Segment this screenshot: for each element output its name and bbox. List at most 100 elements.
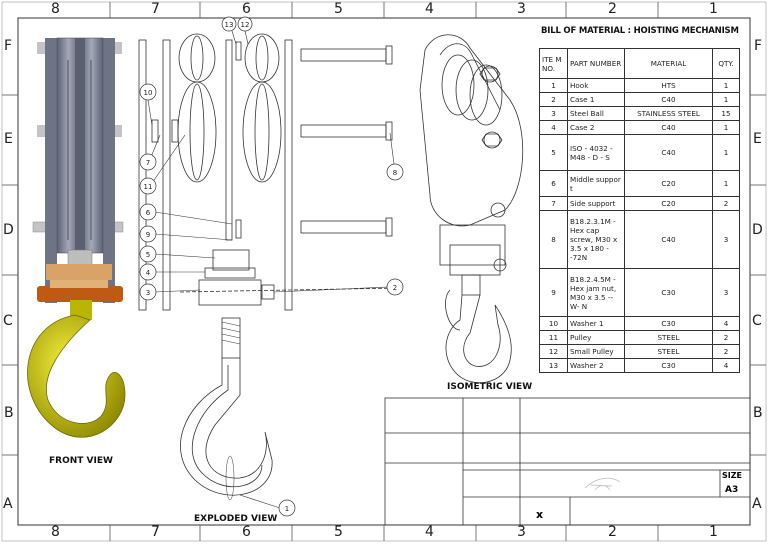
- bom-material: STEEL: [624, 330, 713, 345]
- bom-part: Small Pulley: [567, 344, 625, 359]
- bom-qty: 4: [712, 316, 740, 331]
- bom-qty: 2: [712, 196, 740, 211]
- bom-qty: 15: [712, 106, 740, 121]
- bom-item: 2: [539, 92, 568, 107]
- bom-part: Side support: [567, 196, 625, 211]
- zone-row-b-left: B: [4, 405, 14, 421]
- bom-header-material: MATERIAL: [624, 48, 713, 79]
- zone-col-6-bottom: 6: [242, 524, 251, 540]
- balloon-4: 4: [139, 263, 157, 281]
- zone-col-4-bottom: 4: [425, 524, 434, 540]
- zone-row-e-left: E: [4, 131, 13, 147]
- bom-header-row: ITE M NO. PART NUMBER MATERIAL QTY.: [539, 48, 740, 79]
- svg-text:12: 12: [241, 21, 250, 29]
- exploded-view-label: EXPLODED VIEW: [194, 514, 278, 524]
- zone-row-a-left: A: [3, 496, 13, 512]
- zone-col-1-bottom: 1: [709, 524, 718, 540]
- bom-part: Washer 2: [567, 358, 625, 373]
- balloon-10: 10: [139, 83, 157, 101]
- balloon-6: 6: [139, 203, 157, 221]
- zone-row-c-right: C: [752, 313, 762, 329]
- svg-text:1: 1: [285, 505, 289, 513]
- bom-qty: 1: [712, 92, 740, 107]
- zone-row-d-right: D: [752, 222, 763, 238]
- balloon-1: 1: [278, 499, 296, 517]
- bom-item: 9: [539, 268, 568, 317]
- balloon-12: 12: [237, 16, 253, 32]
- zone-row-d-left: D: [3, 222, 14, 238]
- bom-header-part: PART NUMBER: [567, 48, 625, 79]
- bom-part: Case 1: [567, 92, 625, 107]
- balloon-13: 13: [221, 16, 237, 32]
- svg-text:11: 11: [144, 183, 153, 191]
- balloon-3: 3: [139, 283, 157, 301]
- bom-qty: 1: [712, 120, 740, 135]
- zone-col-2-bottom: 2: [608, 524, 617, 540]
- bom-material: C40: [624, 92, 713, 107]
- svg-text:6: 6: [146, 209, 151, 217]
- zone-col-6-top: 6: [242, 1, 251, 17]
- bom-item: 6: [539, 170, 568, 197]
- bom-item: 12: [539, 344, 568, 359]
- bom-material: C40: [624, 120, 713, 135]
- bom-qty: 4: [712, 358, 740, 373]
- bom-part: Steel Ball: [567, 106, 625, 121]
- bom-item: 1: [539, 78, 568, 93]
- bom-item: 11: [539, 330, 568, 345]
- svg-text:4: 4: [146, 269, 151, 277]
- isometric-view-drawing: [419, 34, 524, 384]
- zone-col-7-top: 7: [151, 1, 160, 17]
- zone-row-f-right: F: [754, 38, 763, 54]
- bom-part: Washer 1: [567, 316, 625, 331]
- balloon-5: 5: [139, 245, 157, 263]
- title-block: [384, 397, 751, 526]
- zone-col-3-top: 3: [517, 1, 526, 17]
- bom-material: C40: [624, 210, 713, 269]
- zone-col-2-top: 2: [608, 1, 617, 17]
- bom-material: STEEL: [624, 344, 713, 359]
- bom-qty: 3: [712, 268, 740, 317]
- front-view-drawing: [27, 37, 126, 438]
- balloon-11: 11: [139, 177, 157, 195]
- front-view-label: FRONT VIEW: [49, 456, 113, 466]
- bom-item: 7: [539, 196, 568, 211]
- zone-col-5-bottom: 5: [334, 524, 343, 540]
- bom-part: Middle suppor t: [567, 170, 625, 197]
- zone-col-4-top: 4: [425, 1, 434, 17]
- zone-col-7-bottom: 7: [151, 524, 160, 540]
- title-block-size-value: A3: [725, 485, 739, 495]
- bom-qty: 1: [712, 170, 740, 197]
- balloon-9: 9: [139, 225, 157, 243]
- zone-col-3-bottom: 3: [517, 524, 526, 540]
- bom-material: HTS: [624, 78, 713, 93]
- bom-material: C30: [624, 358, 713, 373]
- svg-text:3: 3: [146, 289, 150, 297]
- bom-item: 13: [539, 358, 568, 373]
- bom-material: C40: [624, 134, 713, 171]
- zone-col-8-top: 8: [51, 1, 60, 17]
- bom-part: B18.2.3.1M - Hex cap screw, M30 x 3.5 x …: [567, 210, 625, 269]
- bom-item: 5: [539, 134, 568, 171]
- bom-part: ISO - 4032 - M48 - D - S: [567, 134, 625, 171]
- bom-qty: 1: [712, 78, 740, 93]
- zone-row-b-right: B: [753, 405, 763, 421]
- bom-item: 8: [539, 210, 568, 269]
- bom-part: Hook: [567, 78, 625, 93]
- zone-col-8-bottom: 8: [51, 524, 60, 540]
- bom-part: Case 2: [567, 120, 625, 135]
- svg-text:8: 8: [393, 169, 397, 177]
- bom-header-item: ITE M NO.: [539, 48, 568, 79]
